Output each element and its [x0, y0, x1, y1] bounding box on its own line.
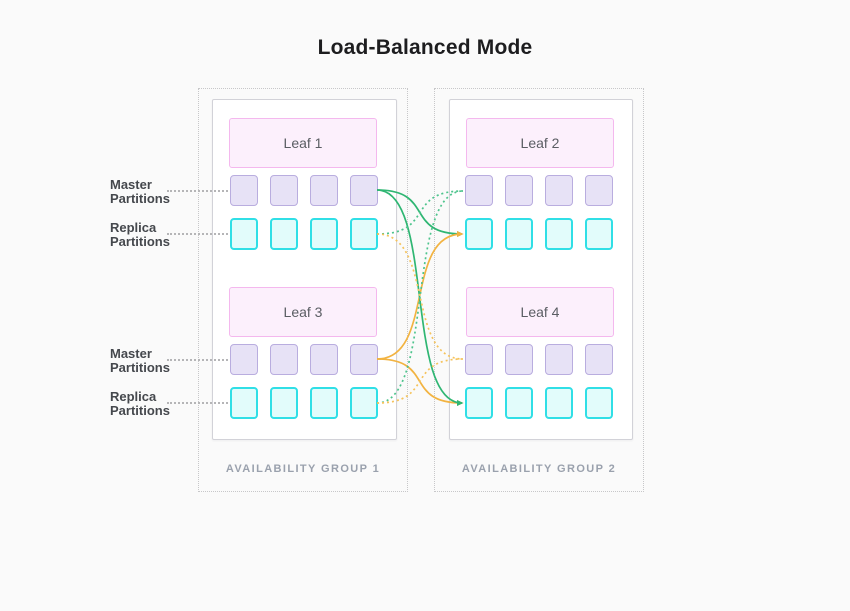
- leaf-1-header: Leaf 1: [229, 118, 377, 168]
- master-partition-box: [505, 344, 533, 375]
- label-line: Replica: [110, 389, 157, 404]
- leader-line-replica-2: [167, 402, 228, 404]
- leaf-4-master-partitions-row: [465, 344, 613, 375]
- leaf-2-label: Leaf 2: [520, 135, 560, 151]
- replica-partition-box: [465, 218, 493, 250]
- leaf-1-label: Leaf 1: [283, 135, 323, 151]
- replica-partition-box: [310, 387, 338, 419]
- master-partition-box: [545, 175, 573, 206]
- leaf-4-replica-partitions-row: [465, 387, 613, 419]
- leaf-3-label: Leaf 3: [283, 304, 323, 320]
- leaf-3-header: Leaf 3: [229, 287, 377, 337]
- label-line: Partitions: [110, 234, 170, 249]
- master-partition-box: [270, 344, 298, 375]
- master-partitions-label-row-2: Master Partitions: [110, 347, 170, 375]
- leaf-3-replica-partitions-row: [230, 387, 378, 419]
- leader-line-replica-1: [167, 233, 228, 235]
- label-line: Partitions: [110, 191, 170, 206]
- replica-partition-box: [310, 218, 338, 250]
- leaf-1-master-partitions-row: [230, 175, 378, 206]
- master-partition-box: [505, 175, 533, 206]
- leader-line-master-1: [167, 190, 228, 192]
- label-line: Replica: [110, 220, 157, 235]
- master-partition-box: [310, 344, 338, 375]
- master-partitions-label-row-1: Master Partitions: [110, 178, 170, 206]
- leaf-2-replica-partitions-row: [465, 218, 613, 250]
- replica-partition-box: [350, 387, 378, 419]
- replica-partition-box: [270, 387, 298, 419]
- replica-partition-box: [230, 387, 258, 419]
- leaf-2-header: Leaf 2: [466, 118, 614, 168]
- master-partition-box: [465, 344, 493, 375]
- leaf-4-label: Leaf 4: [520, 304, 560, 320]
- label-line: Master: [110, 177, 152, 192]
- replica-partitions-label-row-1: Replica Partitions: [110, 221, 170, 249]
- master-partition-box: [585, 344, 613, 375]
- label-line: Master: [110, 346, 152, 361]
- replica-partition-box: [350, 218, 378, 250]
- leader-line-master-2: [167, 359, 228, 361]
- replica-partitions-label-row-2: Replica Partitions: [110, 390, 170, 418]
- master-partition-box: [310, 175, 338, 206]
- leaf-4-header: Leaf 4: [466, 287, 614, 337]
- master-partition-box: [350, 175, 378, 206]
- replica-partition-box: [585, 387, 613, 419]
- master-partition-box: [230, 344, 258, 375]
- leaf-1-replica-partitions-row: [230, 218, 378, 250]
- master-partition-box: [545, 344, 573, 375]
- replica-partition-box: [465, 387, 493, 419]
- availability-group-2-caption: AVAILABILITY GROUP 2: [461, 463, 617, 475]
- leaf-3-master-partitions-row: [230, 344, 378, 375]
- page-title: Load-Balanced Mode: [317, 36, 533, 59]
- master-partition-box: [350, 344, 378, 375]
- replica-partition-box: [545, 387, 573, 419]
- master-partition-box: [270, 175, 298, 206]
- replica-partition-box: [270, 218, 298, 250]
- replica-partition-box: [585, 218, 613, 250]
- replica-partition-box: [545, 218, 573, 250]
- replica-partition-box: [230, 218, 258, 250]
- master-partition-box: [465, 175, 493, 206]
- label-line: Partitions: [110, 403, 170, 418]
- leaf-2-master-partitions-row: [465, 175, 613, 206]
- replica-partition-box: [505, 387, 533, 419]
- master-partition-box: [585, 175, 613, 206]
- master-partition-box: [230, 175, 258, 206]
- replica-partition-box: [505, 218, 533, 250]
- label-line: Partitions: [110, 360, 170, 375]
- availability-group-1-caption: AVAILABILITY GROUP 1: [225, 463, 381, 475]
